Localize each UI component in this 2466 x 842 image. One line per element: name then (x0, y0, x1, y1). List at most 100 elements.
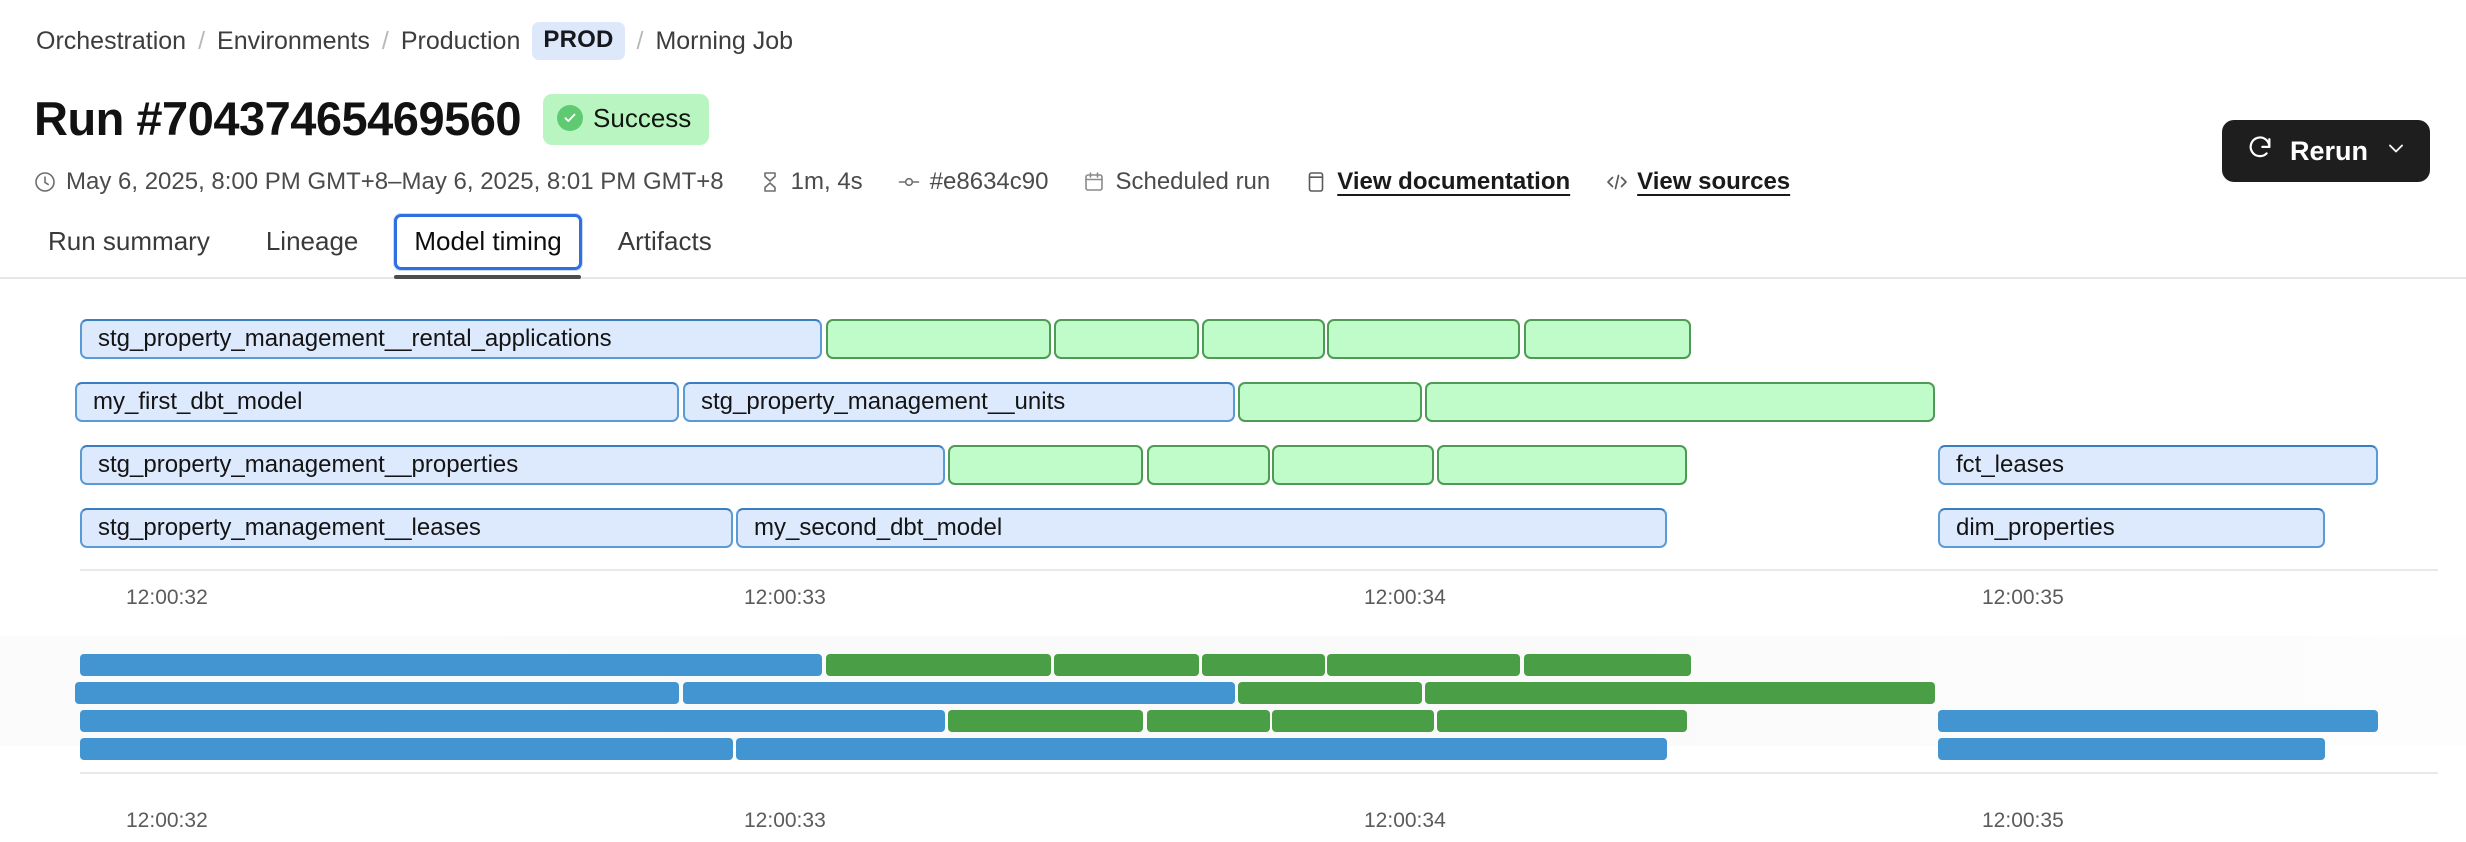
refresh-icon (2246, 134, 2274, 169)
gantt-row: stg_property_management__rental_applicat… (0, 319, 2466, 359)
minimap-row (0, 654, 2466, 676)
gantt-bar-stg_property_management__properties[interactable]: stg_property_management__properties (80, 445, 945, 485)
minimap-bar[interactable] (683, 682, 1235, 704)
minimap-bar[interactable] (1202, 654, 1325, 676)
gantt-bar[interactable] (1425, 382, 1935, 422)
gantt-axis-line (80, 569, 2438, 571)
gantt-bar[interactable] (1202, 319, 1325, 359)
gantt-bar[interactable] (1327, 319, 1520, 359)
tab-active-indicator (394, 275, 581, 279)
gantt-bar-my_first_dbt_model[interactable]: my_first_dbt_model (75, 382, 679, 422)
page-title: Run #70437465469560 (34, 92, 522, 145)
meta-trigger-text: Scheduled run (1115, 168, 1271, 195)
view-documentation-link[interactable]: View documentation (1337, 168, 1571, 195)
minimap-bar[interactable] (1425, 682, 1935, 704)
meta-duration: 1m, 4s (758, 168, 863, 196)
gantt-row: stg_property_management__properties fct_l… (0, 445, 2466, 485)
gantt-bar-stg_property_management__leases[interactable]: stg_property_management__leases (80, 508, 733, 548)
gantt-bar-fct_leases[interactable]: fct_leases (1938, 445, 2378, 485)
breadcrumb-item-orchestration[interactable]: Orchestration (36, 27, 187, 55)
gantt-bar-label: fct_leases (1956, 451, 2065, 478)
tab-run-summary[interactable]: Run summary (48, 226, 210, 256)
meta-commit: #e8634c90 (897, 168, 1049, 196)
minimap-bar[interactable] (1238, 682, 1422, 704)
meta-duration-text: 1m, 4s (790, 168, 863, 195)
minimap-bar[interactable] (1437, 710, 1687, 732)
minimap-bar[interactable] (1272, 710, 1434, 732)
gantt-bar-stg_property_management__units[interactable]: stg_property_management__units (683, 382, 1235, 422)
minimap-bar[interactable] (948, 710, 1143, 732)
calendar-icon (1082, 170, 1106, 194)
hourglass-icon (758, 170, 782, 194)
gantt-bar-label: my_first_dbt_model (93, 388, 303, 415)
minimap-bar[interactable] (80, 654, 822, 676)
minimap-bar[interactable] (1147, 710, 1270, 732)
breadcrumb-item-morning-job[interactable]: Morning Job (655, 27, 794, 55)
minimap-bar[interactable] (826, 654, 1051, 676)
breadcrumb-separator: / (198, 27, 206, 55)
rerun-button-label: Rerun (2289, 135, 2368, 166)
minimap-axis-tick-label: 12:00:34 (1364, 809, 1446, 832)
breadcrumb-badge-prod: PROD (532, 22, 625, 60)
gantt-bar-label: stg_property_management__units (701, 388, 1066, 415)
gantt-bar-my_second_dbt_model[interactable]: my_second_dbt_model (736, 508, 1667, 548)
gantt-bar-label: stg_property_management__leases (98, 514, 481, 541)
chevron-down-icon[interactable] (2384, 136, 2408, 167)
gantt-bar[interactable] (1437, 445, 1687, 485)
minimap-bar[interactable] (736, 738, 1667, 760)
axis-tick-label: 12:00:35 (1982, 586, 2064, 609)
breadcrumb-separator: / (636, 27, 644, 55)
minimap-bar[interactable] (80, 738, 733, 760)
minimap-bar[interactable] (75, 682, 679, 704)
meta-trigger: Scheduled run (1082, 168, 1270, 196)
axis-tick-label: 12:00:33 (744, 586, 826, 609)
status-badge-label: Success (593, 102, 692, 133)
meta-timerange: May 6, 2025, 8:00 PM GMT+8–May 6, 2025, … (33, 168, 724, 196)
minimap-bar[interactable] (1327, 654, 1520, 676)
meta-timerange-text: May 6, 2025, 8:00 PM GMT+8–May 6, 2025, … (66, 168, 724, 195)
gantt-bar-stg_property_management__rental_applications[interactable]: stg_property_management__rental_applicat… (80, 319, 822, 359)
run-meta-row: May 6, 2025, 8:00 PM GMT+8–May 6, 2025, … (33, 168, 1790, 196)
minimap-axis-tick-label: 12:00:35 (1982, 809, 2064, 832)
gantt-row: my_first_dbt_model stg_property_managemen… (0, 382, 2466, 422)
gantt-bar-label: stg_property_management__rental_applicat… (98, 325, 612, 352)
minimap-bar[interactable] (1938, 738, 2325, 760)
axis-tick-label: 12:00:34 (1364, 586, 1446, 609)
tab-model-timing[interactable]: Model timing (394, 214, 582, 270)
minimap-axis-tick-label: 12:00:32 (126, 809, 208, 832)
breadcrumb-separator: / (381, 27, 389, 55)
minimap-row (0, 738, 2466, 760)
tab-lineage[interactable]: Lineage (265, 226, 359, 256)
gantt-bar[interactable] (1524, 319, 1691, 359)
clock-icon (33, 170, 57, 194)
meta-documentation[interactable]: View documentation (1304, 168, 1570, 196)
rerun-button[interactable]: Rerun (2221, 120, 2430, 182)
gantt-bar-dim_properties[interactable]: dim_properties (1938, 508, 2325, 548)
gantt-bar[interactable] (826, 319, 1051, 359)
gantt-bar[interactable] (1238, 382, 1422, 422)
minimap-bar[interactable] (1938, 710, 2378, 732)
gantt-bar-label: stg_property_management__properties (98, 451, 519, 478)
tab-bar-divider (0, 277, 2466, 279)
minimap-bar[interactable] (1054, 654, 1199, 676)
view-sources-link[interactable]: View sources (1637, 168, 1791, 195)
status-badge: Success (543, 93, 710, 145)
meta-sources[interactable]: View sources (1604, 168, 1790, 196)
breadcrumb: Orchestration / Environments / Productio… (36, 22, 793, 60)
meta-commit-text: #e8634c90 (929, 168, 1049, 195)
breadcrumb-item-production[interactable]: Production (400, 27, 521, 55)
gantt-bar[interactable] (948, 445, 1143, 485)
minimap-axis-line (80, 772, 2438, 774)
tab-artifacts[interactable]: Artifacts (617, 226, 712, 256)
minimap-row (0, 682, 2466, 704)
gantt-bar-label: my_second_dbt_model (754, 514, 1003, 541)
gantt-bar[interactable] (1272, 445, 1434, 485)
check-circle-icon (557, 105, 584, 131)
minimap-bar[interactable] (80, 710, 945, 732)
minimap-axis-tick-label: 12:00:33 (744, 809, 826, 832)
minimap-bar[interactable] (1524, 654, 1691, 676)
axis-tick-label: 12:00:32 (126, 586, 208, 609)
gantt-bar[interactable] (1147, 445, 1270, 485)
gantt-bar[interactable] (1054, 319, 1199, 359)
breadcrumb-item-environments[interactable]: Environments (217, 27, 370, 55)
